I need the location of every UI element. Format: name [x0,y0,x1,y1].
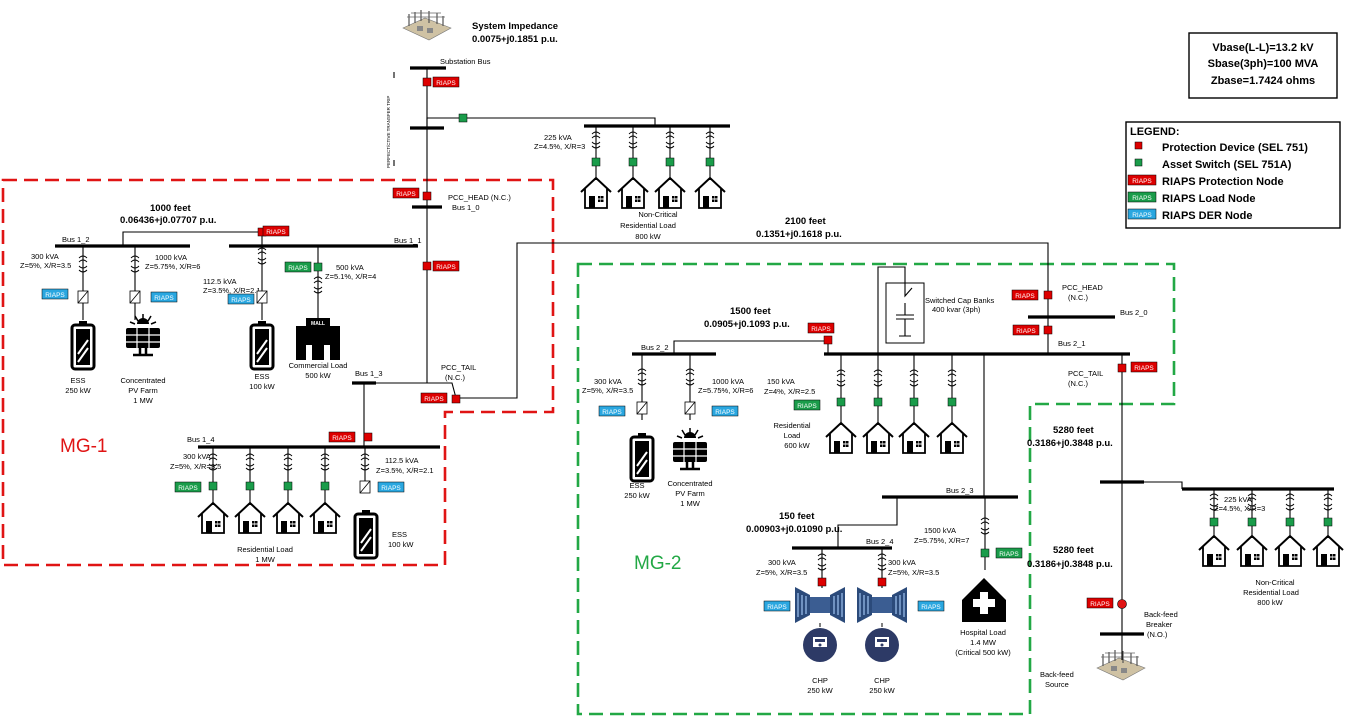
one-line-diagram [0,0,1350,718]
